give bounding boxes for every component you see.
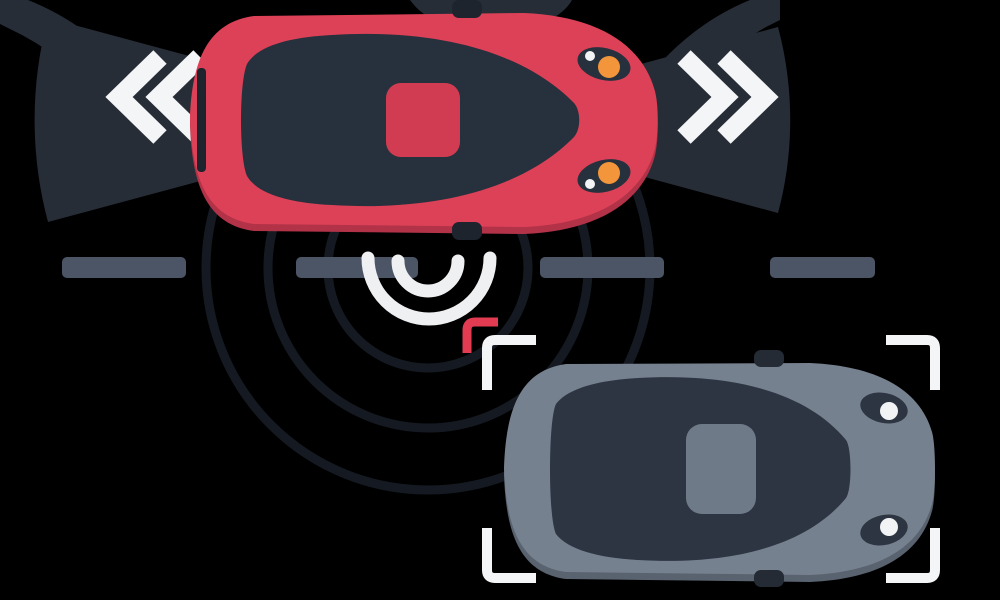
chevron-left [145,50,207,144]
red-car-rear-detail [197,68,206,172]
gray-car [504,350,935,587]
alert-corner-icon [462,317,498,353]
gray-car-headlight-top [880,402,898,420]
chevron-right [677,50,739,144]
gray-car-headlight-bottom [880,518,898,536]
red-car [190,0,658,240]
double-chevron-left-icon [105,50,207,144]
red-car-marker-light-bottom [585,179,595,189]
gray-car-mirror-top [754,350,784,367]
sensor-beam-corner-top-right [654,0,780,100]
sonar-wave-outer [361,251,497,326]
chevron-right [717,50,779,144]
red-car-headlight-bottom [598,162,620,184]
detection-frame-icon [482,335,940,583]
lane-dashes [62,257,875,278]
lane-dash [62,257,186,278]
sonar-wave-inner [391,254,465,298]
frame-corner-bottom-right [886,528,940,583]
sensor-beam-corner-top-left [0,0,130,102]
lane-dash [296,257,418,278]
gray-car-roof [686,424,756,514]
red-car-mirror-top [452,0,482,18]
red-car-headlight-top [598,56,620,78]
gray-car-mirror-bottom [754,570,784,587]
sonar-waves-icon [361,251,497,326]
frame-corner-bottom-left [482,528,536,583]
frame-corner-top-left [482,335,536,390]
lane-dash [540,257,664,278]
red-car-mirror-bottom [452,222,482,240]
red-car-marker-light-top [585,51,595,61]
red-car-roof [386,83,460,157]
frame-corner-top-right [886,335,940,390]
double-chevron-right-icon [677,50,779,144]
lane-dash [770,257,875,278]
chevron-left [105,50,167,144]
